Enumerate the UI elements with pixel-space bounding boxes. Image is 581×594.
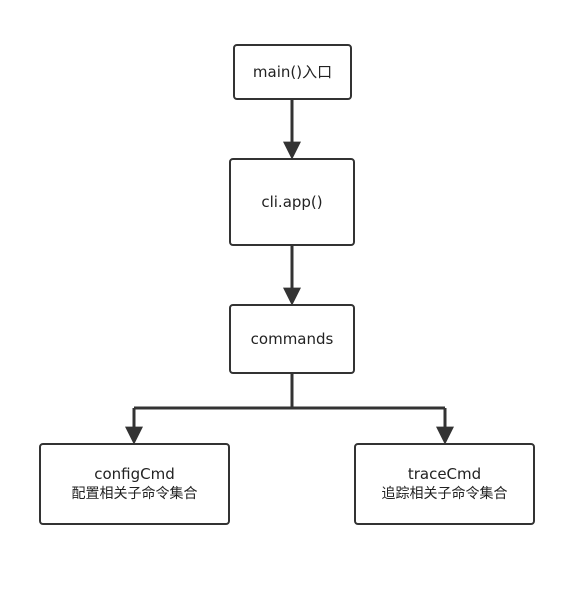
node-config-cmd-label: configCmd xyxy=(94,465,175,483)
node-main-label: main()入口 xyxy=(252,63,333,81)
node-config-cmd: configCmd 配置相关子命令集合 xyxy=(39,443,230,525)
node-trace-cmd-label: traceCmd xyxy=(407,465,482,483)
node-commands: commands xyxy=(229,304,355,374)
node-main: main()入口 xyxy=(233,44,352,100)
node-cli-app: cli.app() xyxy=(229,158,355,246)
node-trace-cmd: traceCmd 追踪相关子命令集合 xyxy=(354,443,535,525)
node-commands-label: commands xyxy=(250,330,334,348)
node-config-cmd-description: 配置相关子命令集合 xyxy=(71,486,198,502)
node-cli-app-label: cli.app() xyxy=(261,193,323,211)
node-trace-cmd-description: 追踪相关子命令集合 xyxy=(381,486,508,502)
